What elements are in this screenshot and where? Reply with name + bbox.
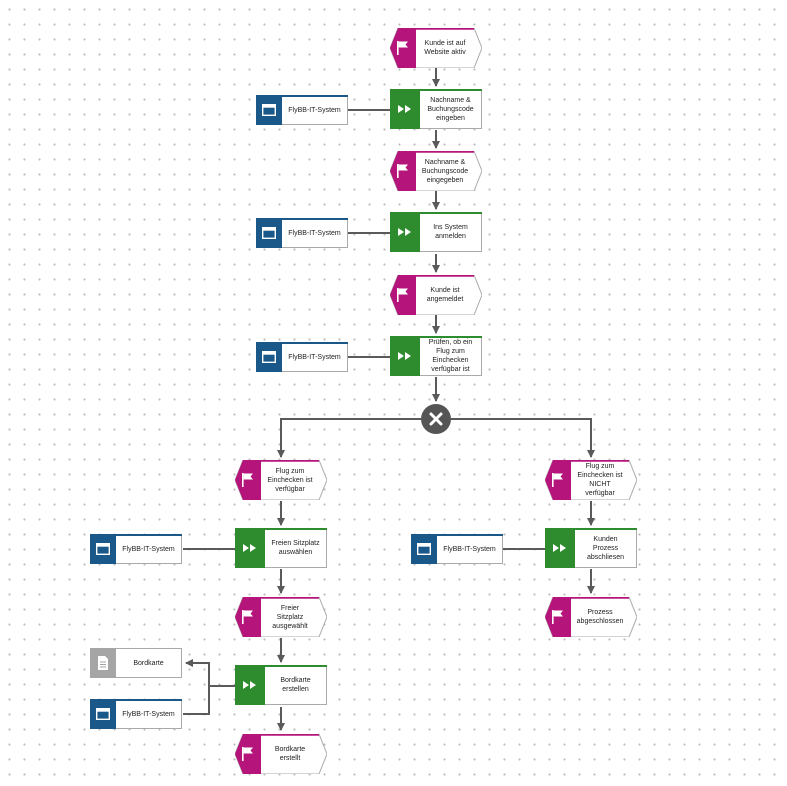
event-sitzplatz-ausgewaehlt[interactable]: Freier Sitzplatz ausgewählt [235,597,327,637]
fast-forward-icon [398,352,411,360]
system-marker [411,534,437,564]
event-shape [545,597,637,637]
window-icon [96,543,110,555]
function-bordkarte-erstellen[interactable]: Bordkarte erstellen [235,665,327,705]
system-flybb-4[interactable]: FlyBB-IT-System [90,534,182,564]
document-icon [98,656,108,670]
function-label: Bordkarte erstellen [280,677,311,693]
system-marker [90,534,116,564]
system-label: FlyBB-IT-System [288,106,341,114]
event-shape [545,460,637,500]
system-label: FlyBB-IT-System [122,545,175,553]
system-marker [256,342,282,372]
fast-forward-icon [553,544,566,552]
event-label: Freier Sitzplatz ausgewählt [272,604,308,630]
function-label: Ins System anmelden [433,224,468,240]
event-prozess-abgeschlossen[interactable]: Prozess abgeschlossen [545,597,637,637]
system-label: FlyBB-IT-System [443,545,496,553]
flag-icon [552,473,563,487]
event-label: Flug zum Einchecken ist NICHT verfügbar [577,463,623,497]
function-anmelden[interactable]: Ins System anmelden [390,212,482,252]
flag-icon [552,610,563,624]
connector [277,418,421,458]
system-marker [90,699,116,729]
system-topline [281,95,348,97]
flag-icon [242,473,253,487]
system-flybb-6[interactable]: FlyBB-IT-System [90,699,182,729]
flag-icon [397,288,408,302]
function-pruefen[interactable]: Prüfen, ob ein Flug zum Einchecken verfü… [390,336,482,376]
document-label: Bordkarte [133,659,164,667]
connector [451,418,595,458]
window-icon [417,543,431,555]
function-topline [419,212,482,214]
event-angemeldet[interactable]: Kunde ist angemeldet [390,275,482,315]
function-abschliessen[interactable]: Kunden Prozess abschliesen [545,528,637,568]
function-label: Kunden Prozess abschliesen [587,535,624,561]
fast-forward-icon [398,105,411,113]
window-icon [262,104,276,116]
document-bordkarte[interactable]: Bordkarte [90,648,182,678]
function-topline [264,665,327,667]
flag-icon [397,41,408,55]
event-label: Kunde ist angemeldet [426,287,464,303]
window-icon [96,708,110,720]
system-label: FlyBB-IT-System [288,353,341,361]
fast-forward-icon [243,681,256,689]
event-shape [390,28,482,68]
event-shape [235,460,327,500]
event-flug-nicht-verfuegbar[interactable]: Flug zum Einchecken ist NICHT verfügbar [545,460,637,500]
function-topline [574,528,637,530]
function-topline [264,528,327,530]
window-icon [262,351,276,363]
flag-icon [242,747,253,761]
association [183,686,210,715]
event-shape [235,734,327,774]
system-flybb-1[interactable]: FlyBB-IT-System [256,95,348,125]
function-topline [419,336,482,338]
system-label: FlyBB-IT-System [122,710,175,718]
window-icon [262,227,276,239]
event-label: Flug zum Einchecken ist verfügbar [267,467,313,493]
system-flybb-5[interactable]: FlyBB-IT-System [411,534,503,564]
fast-forward-icon [243,544,256,552]
xor-close-icon [429,412,443,426]
system-marker [256,95,282,125]
system-marker [256,218,282,248]
system-topline [281,218,348,220]
function-label: Freien Sitzplatz auswählen [271,540,320,556]
system-topline [281,342,348,344]
function-sitzplatz-waehlen[interactable]: Freien Sitzplatz auswählen [235,528,327,568]
system-label: FlyBB-IT-System [288,229,341,237]
event-shape [390,151,482,191]
fast-forward-icon [398,228,411,236]
system-topline [115,699,182,701]
flag-icon [242,610,253,624]
system-topline [115,534,182,536]
flag-icon [397,164,408,178]
function-label: Prüfen, ob ein Flug zum Einchecken verfü… [428,339,473,373]
function-eingeben[interactable]: Nachname & Buchungscode eingeben [390,89,482,129]
event-flug-verfuegbar[interactable]: Flug zum Einchecken ist verfügbar [235,460,327,500]
event-label: Kunde ist auf Website aktiv [424,40,466,56]
event-eingegeben[interactable]: Nachname & Buchungscode eingegeben [390,151,482,191]
system-topline [436,534,503,536]
event-shape [390,275,482,315]
connector [185,659,210,686]
event-bordkarte-erstellt[interactable]: Bordkarte erstellt [235,734,327,774]
function-topline [419,89,482,91]
system-flybb-2[interactable]: FlyBB-IT-System [256,218,348,248]
event-label: Prozess abgeschlossen [576,609,624,625]
event-shape [235,597,327,637]
system-flybb-3[interactable]: FlyBB-IT-System [256,342,348,372]
xor-gateway[interactable] [421,404,451,434]
event-kunde-aktiv[interactable]: Kunde ist auf Website aktiv [390,28,482,68]
event-label: Bordkarte erstellt [274,746,306,762]
event-label: Nachname & Buchungscode eingegeben [421,158,469,184]
function-label: Nachname & Buchungscode eingeben [427,96,474,122]
